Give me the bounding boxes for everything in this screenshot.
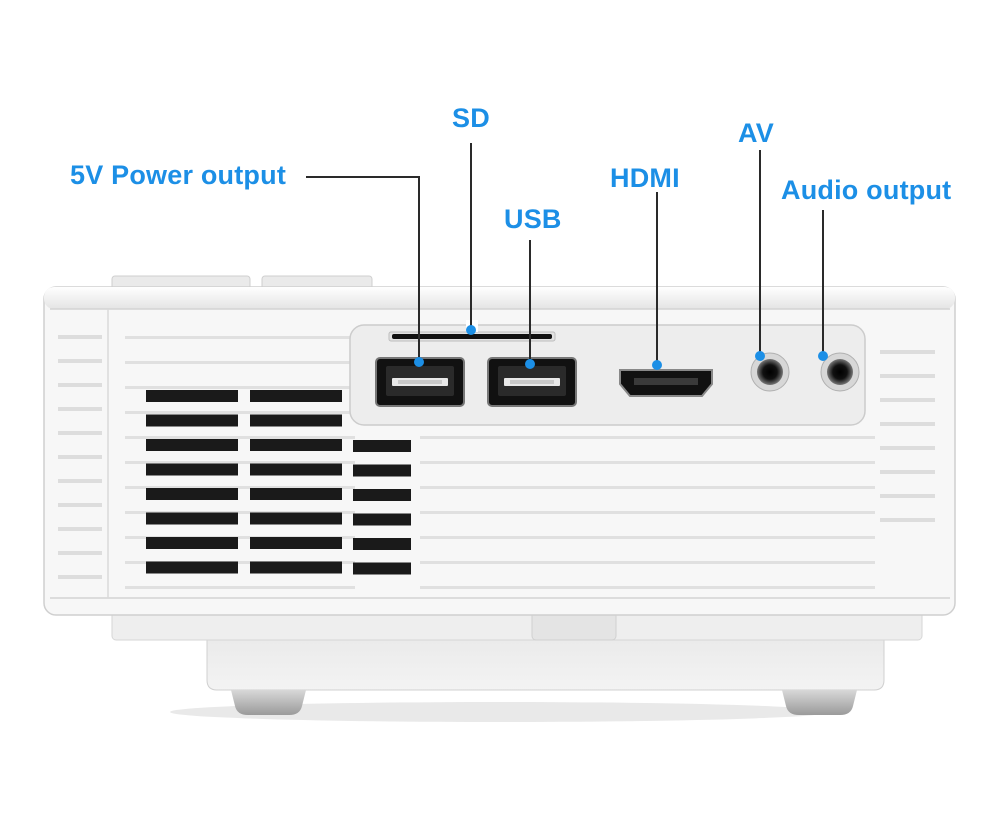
side-rib [880,374,935,378]
port-panel [349,324,866,426]
side-rib [58,527,102,531]
vent-slot [146,488,238,500]
side-rib [58,359,102,363]
leader-lines [306,143,824,363]
side-rib [58,479,102,483]
side-rib [880,470,935,474]
vent-slot [250,439,342,451]
leader-dots [414,325,828,370]
side-rib [58,335,102,339]
vent-slot [250,561,342,574]
side-rib [880,422,935,426]
hdmi-port [619,369,713,397]
rear-panel-ribs [58,335,935,589]
vent-slot [250,463,342,476]
projector-feet [231,690,857,715]
vent-slot [353,538,411,550]
side-rib [58,575,102,579]
panel-rib [125,586,355,589]
sd-card-slot [388,320,556,342]
vent-slot [146,561,238,574]
label-usb: USB [504,204,562,234]
side-rib [880,350,935,354]
panel-rib [420,561,875,564]
side-rib [58,455,102,459]
label-audio-output: Audio output [781,175,952,205]
av-jack [750,352,790,392]
panel-rib [125,561,355,564]
panel-rib [125,436,355,439]
vent-slot [353,562,411,575]
side-rib [58,431,102,435]
panel-rib [125,336,355,339]
vent-slot [250,390,342,402]
side-rib [880,398,935,402]
panel-rib [125,411,355,414]
label-5v-power-output: 5V Power output [70,160,287,190]
label-sd: SD [452,103,490,133]
vent-slot [146,390,238,402]
vent-slot [353,489,411,501]
panel-rib [125,536,355,539]
panel-rib [125,511,355,514]
vent-slot [353,440,411,452]
panel-rib [420,461,875,464]
side-rib [880,494,935,498]
label-hdmi: HDMI [610,163,680,193]
vent-slot [146,439,238,451]
label-av: AV [738,118,774,148]
panel-rib [420,536,875,539]
side-rib [58,551,102,555]
side-rib [58,383,102,387]
vent-slot [250,537,342,549]
vent-slot [250,414,342,427]
side-rib [58,407,102,411]
panel-rib [125,486,355,489]
audio-jack [820,352,860,392]
vent-slot [250,512,342,525]
side-rib [58,503,102,507]
panel-rib [420,586,875,589]
side-rib [880,446,935,450]
panel-rib [420,486,875,489]
panel-rib [125,361,355,364]
panel-rib [420,436,875,439]
panel-rib [125,386,355,389]
vent-slot [146,512,238,525]
vent-slot [353,513,411,526]
vent-slot [146,537,238,549]
vent-grille [146,390,411,575]
panel-rib [420,511,875,514]
panel-rib [125,461,355,464]
vent-slot [250,488,342,500]
vent-slot [353,464,411,477]
side-rib [880,518,935,522]
vent-slot [146,414,238,427]
vent-slot [146,463,238,476]
usb-port [487,357,577,407]
floor-shadow [170,702,830,722]
